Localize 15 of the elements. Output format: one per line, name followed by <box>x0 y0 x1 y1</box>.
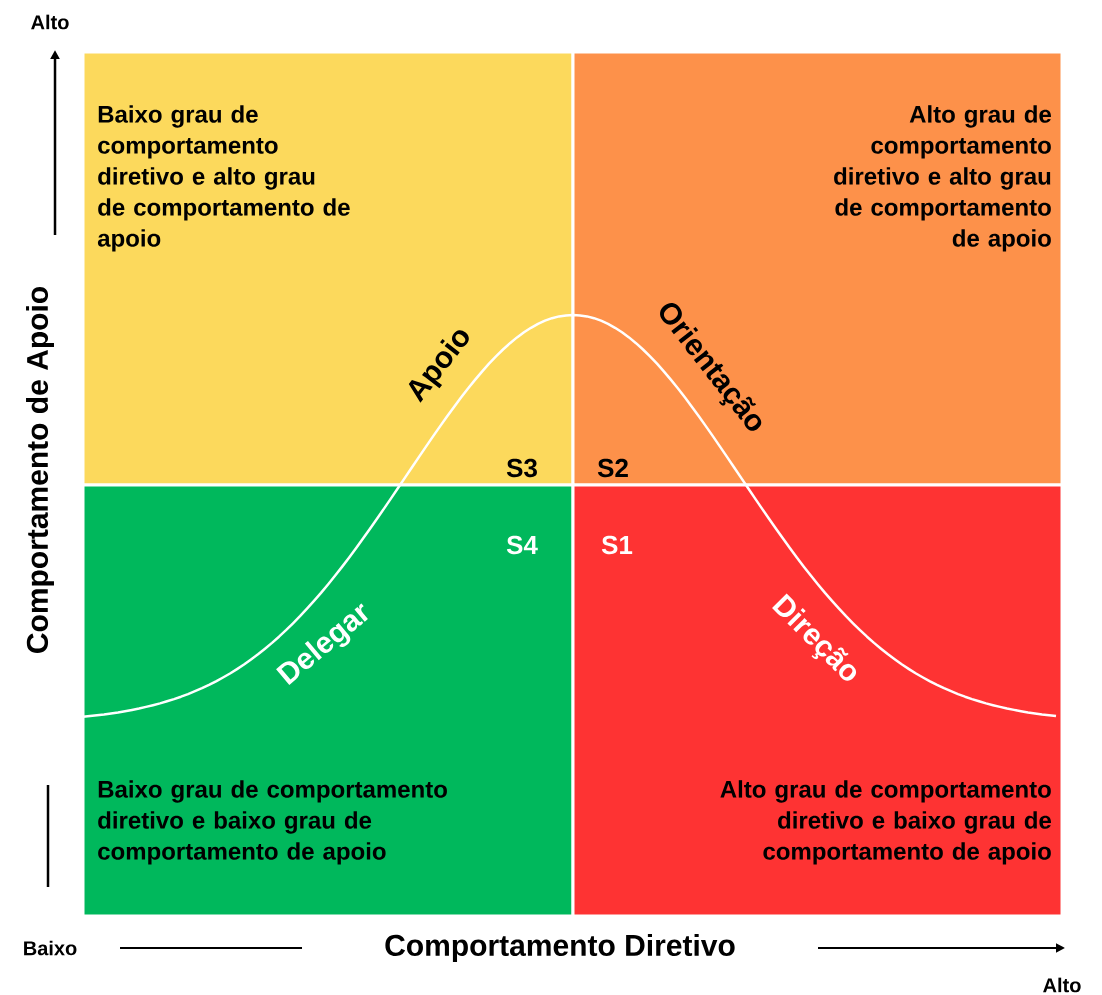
style-code: S3 <box>506 458 537 478</box>
style-code: S1 <box>601 535 633 555</box>
description-text: Baixo grau de comportamento diretivo e baixo grau de comportamento de apoio <box>98 780 447 865</box>
style-code: S4 <box>506 535 538 555</box>
axis-label: Comportamento de Apoio <box>26 287 54 653</box>
style-code: S2 <box>597 458 628 478</box>
axis-label: Alto <box>31 14 69 30</box>
axis-label: Alto <box>1043 977 1081 993</box>
description-text: Baixo grau de comportamento diretivo e alto grau de comportamento de apoio <box>97 105 350 252</box>
axis-label: Baixo <box>24 940 77 956</box>
description-text: Alto grau de comportamento diretivo e baixo grau de comportamento de apoio <box>720 780 1051 865</box>
quadrant-box <box>571 483 1064 918</box>
description-text: Alto grau de comportamento diretivo e alto grau de comportamento de apoio <box>834 105 1051 252</box>
quadrant-box <box>81 483 575 918</box>
axis-label: Comportamento Diretivo <box>385 934 735 962</box>
